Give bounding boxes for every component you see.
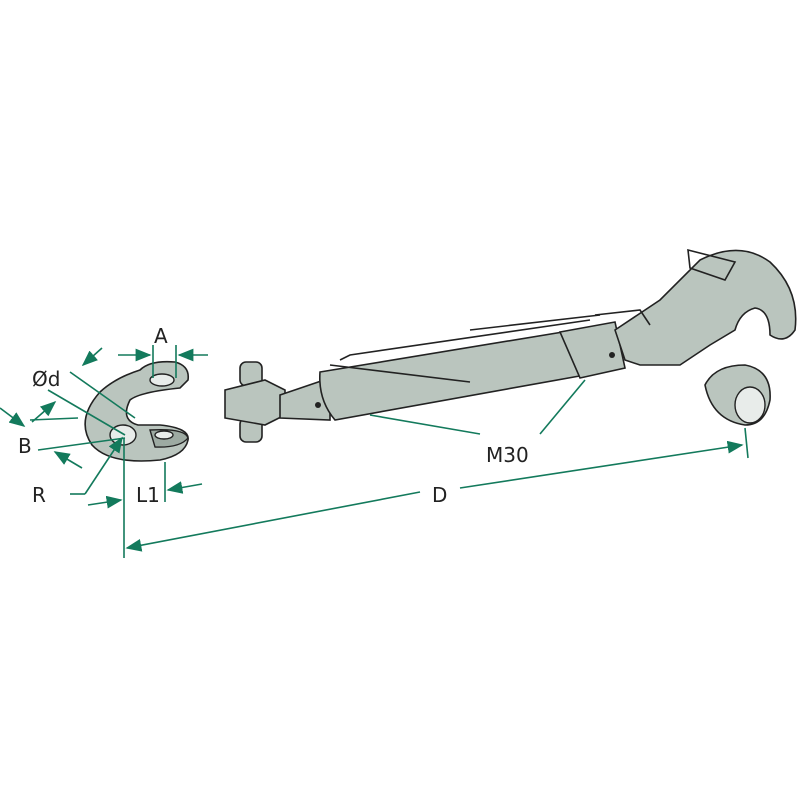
ball-joint [704,364,771,426]
hook-end [594,248,797,366]
label-l1: L1 [136,483,160,507]
dimension-lines [0,345,749,558]
label-length-d: D [432,483,447,507]
label-r: R [32,483,46,507]
label-thread-m30: M30 [486,443,529,467]
label-a: A [154,324,168,348]
swivel-pin [224,361,286,443]
label-b: B [18,434,32,458]
top-link-tube [279,314,626,421]
clevis-fork [84,360,190,462]
label-diameter-d: Ød [32,367,60,391]
